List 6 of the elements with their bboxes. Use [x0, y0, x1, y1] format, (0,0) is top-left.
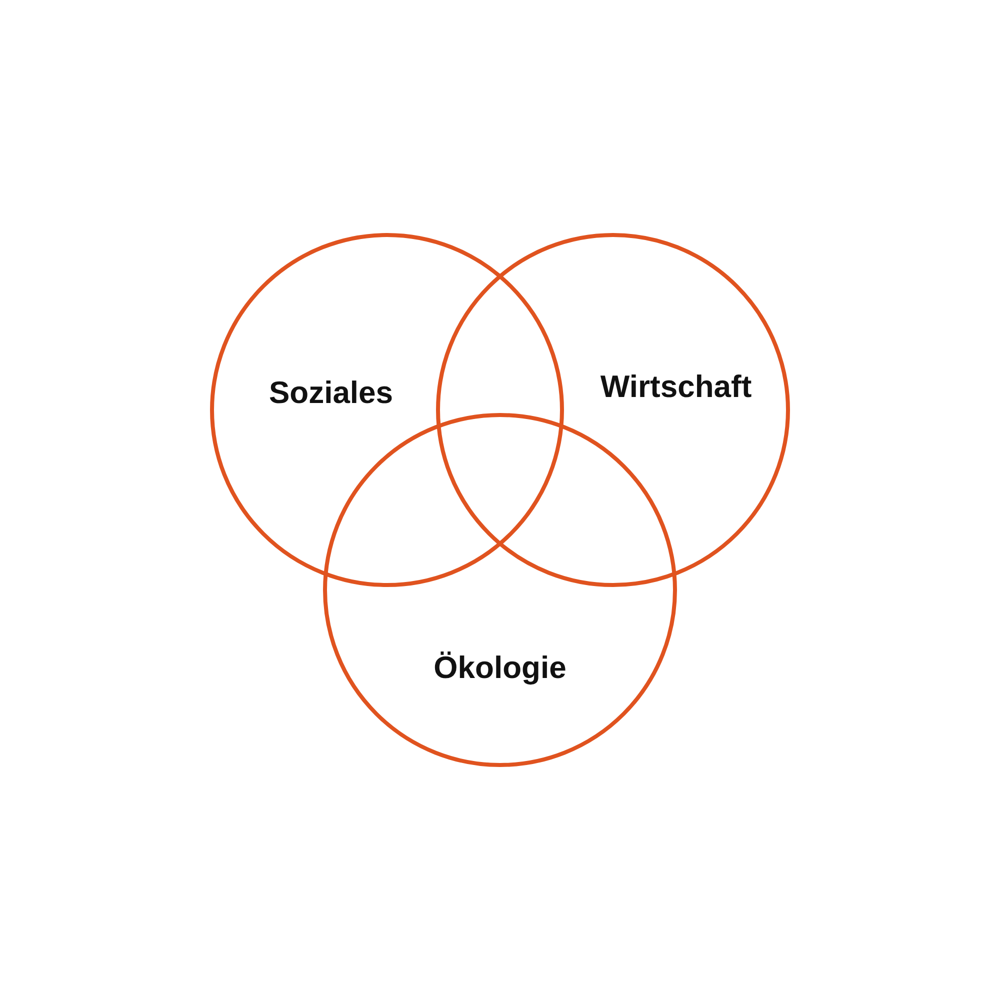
venn-circle — [323, 413, 677, 767]
circle-label: Soziales — [268, 375, 394, 411]
circle-label: Ökologie — [434, 650, 566, 686]
venn-circle — [436, 233, 790, 587]
circle-label: Wirtschaft — [600, 369, 752, 405]
venn-circle — [210, 233, 564, 587]
